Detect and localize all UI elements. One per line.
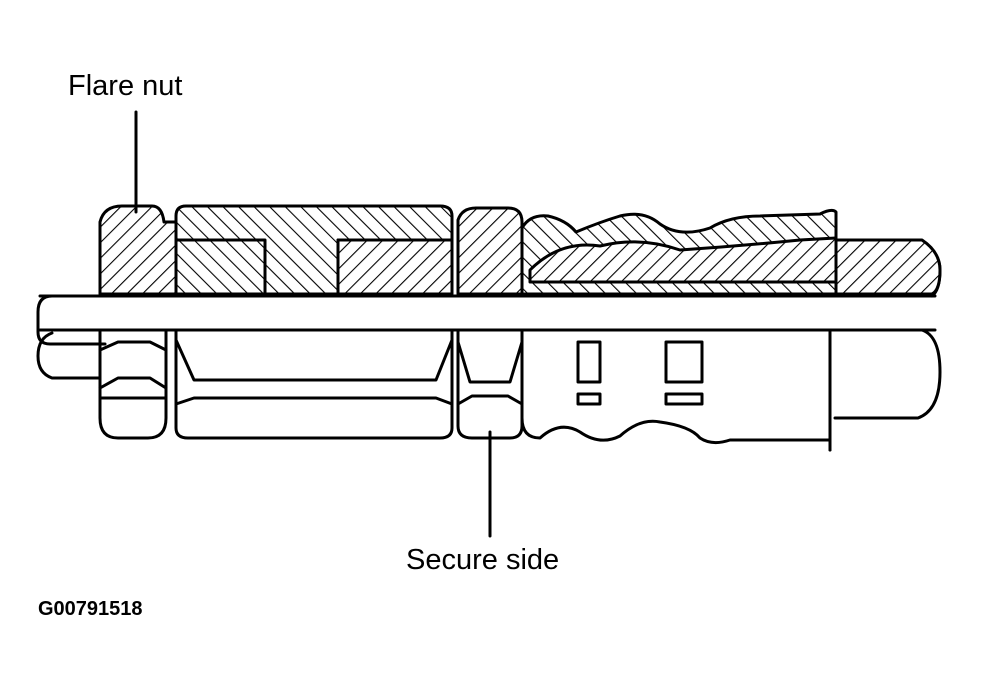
hose-section — [834, 238, 942, 296]
flare-nut-label: Flare nut — [68, 70, 183, 102]
hose-ferrule — [520, 208, 838, 452]
figure-code: G00791518 — [38, 598, 143, 620]
secure-side-label: Secure side — [406, 544, 560, 576]
secure-side-nut — [456, 206, 524, 440]
tube-left-end — [36, 294, 107, 380]
tube-band — [38, 294, 937, 332]
union-body — [174, 204, 454, 440]
flare-nut — [98, 204, 267, 440]
